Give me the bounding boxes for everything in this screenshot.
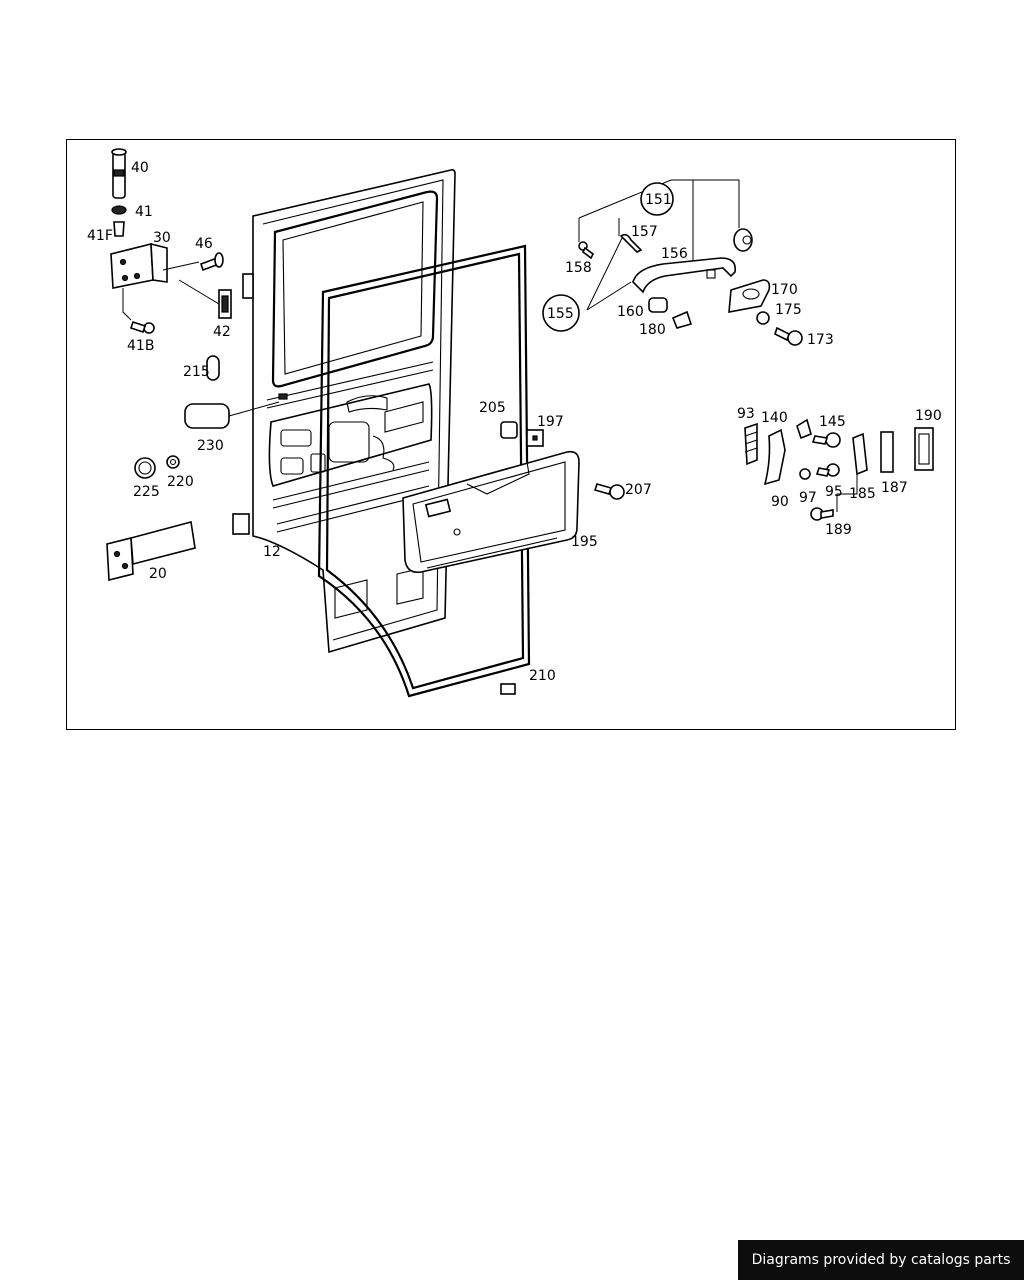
door-handle-156 — [632, 257, 737, 294]
hinge-20 — [106, 520, 196, 582]
bushing-41f — [113, 221, 125, 237]
callout-circle-155 — [542, 294, 580, 332]
hinge-bracket-30 — [110, 242, 168, 289]
parts-diagram-frame: 40 41 41F 30 46 42 41B 215 230 225 220 2… — [66, 139, 956, 730]
leader-230 — [228, 401, 280, 417]
callout-156: 156 — [661, 246, 688, 262]
callout-230: 230 — [197, 438, 224, 454]
cover-190 — [914, 427, 934, 471]
trim-panel-195 — [402, 450, 580, 574]
leader-42 — [178, 279, 220, 305]
callout-210: 210 — [529, 668, 556, 684]
callout-158: 158 — [565, 260, 592, 276]
door-seal-210 — [317, 244, 531, 698]
screw-145 — [811, 432, 841, 448]
callout-41: 41 — [135, 204, 153, 220]
credit-badge: Diagrams provided by catalogs parts — [738, 1240, 1024, 1280]
striker-185 — [852, 432, 868, 476]
gasket-170 — [728, 279, 771, 313]
screw-46-head — [214, 252, 224, 268]
callout-97: 97 — [799, 490, 817, 506]
washer-175 — [756, 311, 770, 325]
callout-225: 225 — [133, 484, 160, 500]
callout-151: 151 — [645, 192, 672, 208]
door-parts-diagram: 40 41 41F 30 46 42 41B 215 230 225 220 2… — [87, 148, 942, 698]
leader-185 — [836, 474, 858, 512]
callout-90: 90 — [771, 494, 789, 510]
leader-46 — [162, 261, 200, 271]
spring-93-coils — [744, 431, 758, 453]
gasket-160 — [648, 297, 668, 313]
lock-cylinder-face — [742, 235, 752, 245]
screw-189 — [810, 507, 834, 521]
callout-140: 140 — [761, 410, 788, 426]
callout-180: 180 — [639, 322, 666, 338]
door-shell-12 — [232, 169, 456, 654]
callout-155: 155 — [547, 306, 574, 322]
callout-93: 93 — [737, 406, 755, 422]
callout-20: 20 — [149, 566, 167, 582]
latch-90 — [763, 428, 786, 486]
washer-97 — [799, 468, 811, 480]
callout-187: 187 — [881, 480, 908, 496]
key-157 — [619, 233, 643, 253]
callout-41f: 41F — [87, 228, 113, 244]
callout-95: 95 — [825, 484, 843, 500]
callout-195: 195 — [571, 534, 598, 550]
screw-95 — [815, 463, 840, 477]
callout-175: 175 — [775, 302, 802, 318]
spring-93 — [744, 422, 758, 466]
clip-42-slot — [221, 295, 229, 313]
callout-40: 40 — [131, 160, 149, 176]
lock-140 — [796, 418, 812, 440]
plug-225 — [134, 457, 156, 479]
callout-160: 160 — [617, 304, 644, 320]
gasket-170-hole — [742, 288, 760, 300]
clip-180 — [671, 310, 693, 329]
callout-185: 185 — [849, 486, 876, 502]
callout-173: 173 — [807, 332, 834, 348]
callout-41b: 41B — [127, 338, 154, 354]
callout-189: 189 — [825, 522, 852, 538]
callout-215: 215 — [183, 364, 210, 380]
callout-220: 220 — [167, 474, 194, 490]
callout-30: 30 — [153, 230, 171, 246]
callout-205: 205 — [479, 400, 506, 416]
leader-30 — [122, 288, 132, 321]
callout-190: 190 — [915, 408, 942, 424]
callout-197: 197 — [537, 414, 564, 430]
nut-205 — [500, 421, 518, 439]
callout-12: 12 — [263, 544, 281, 560]
callout-42: 42 — [213, 324, 231, 340]
callout-145: 145 — [819, 414, 846, 430]
handle-group-leaders — [578, 179, 740, 311]
screw-158 — [578, 241, 595, 260]
washer-41 — [111, 205, 127, 215]
callout-207: 207 — [625, 482, 652, 498]
credit-text: Diagrams provided by catalogs parts — [751, 1252, 1011, 1268]
plate-187 — [880, 431, 894, 473]
clip-197-dot — [532, 435, 538, 441]
callout-46: 46 — [195, 236, 213, 252]
callout-circle-151 — [640, 182, 674, 216]
buffer-230 — [184, 403, 230, 429]
callout-157: 157 — [631, 224, 658, 240]
screw-173 — [774, 326, 803, 346]
screw-207 — [593, 483, 625, 500]
ball-stud-41b — [129, 320, 155, 334]
callout-170: 170 — [771, 282, 798, 298]
washer-220 — [166, 455, 180, 469]
hinge-pin-40 — [111, 148, 127, 199]
grommet-215 — [206, 355, 220, 381]
